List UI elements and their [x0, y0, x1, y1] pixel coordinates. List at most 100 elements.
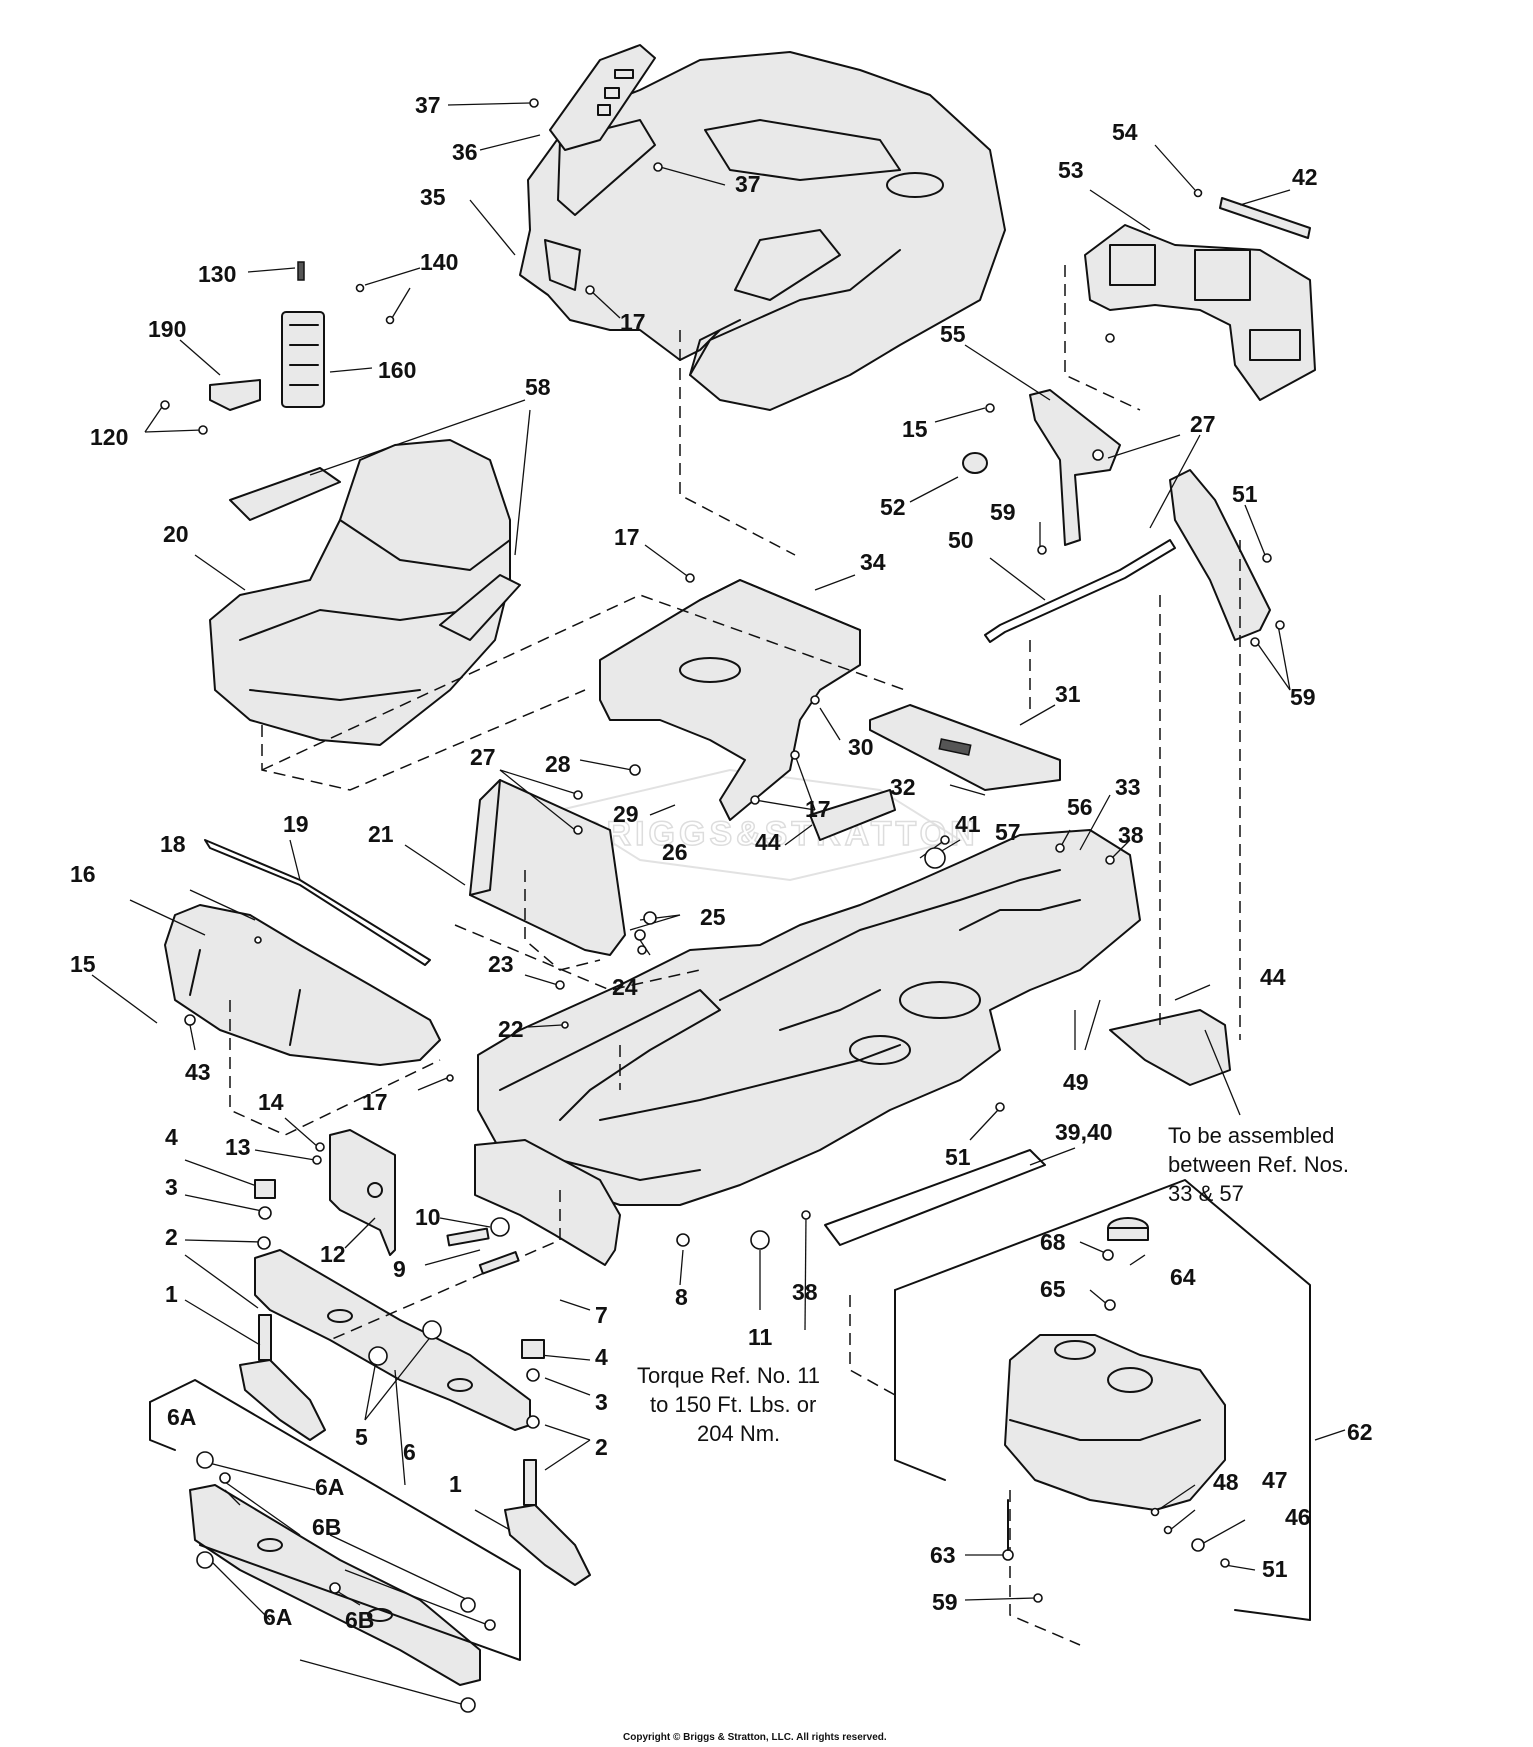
svg-text:Torque Ref. No. 11: Torque Ref. No. 11: [637, 1363, 820, 1388]
callout-140: 140: [420, 249, 458, 275]
hardware-fasteners: [160, 98, 1285, 1713]
callout-6B: 6B: [312, 1514, 341, 1540]
callout-190: 190: [148, 316, 186, 342]
callout-23: 23: [488, 951, 514, 977]
callout-55: 55: [940, 321, 966, 347]
callout-49: 49: [1063, 1069, 1089, 1095]
callout-17: 17: [620, 309, 646, 335]
callout-120: 120: [90, 424, 128, 450]
callout-10: 10: [415, 1204, 441, 1230]
rear-bracket-53: [1084, 224, 1316, 401]
side-plate: [1169, 469, 1271, 641]
brand-watermark: BRIGGS&STRATTON: [557, 768, 979, 882]
footrest-fender-16: [164, 904, 441, 1066]
assembly-dashed-lines: [229, 265, 1241, 1646]
callout-37: 37: [735, 171, 761, 197]
plate-34: [599, 579, 861, 821]
callout-6A: 6A: [315, 1474, 344, 1500]
torque-note: Torque Ref. No. 11 to 150 Ft. Lbs. or 20…: [637, 1363, 820, 1446]
callout-51: 51: [1262, 1556, 1288, 1582]
callout-38: 38: [1118, 822, 1144, 848]
callout-53: 53: [1058, 157, 1084, 183]
kit-outlines: [149, 1179, 1311, 1661]
callout-19: 19: [283, 811, 309, 837]
callout-50: 50: [948, 527, 974, 553]
callout-6A: 6A: [263, 1604, 292, 1630]
callout-3: 3: [165, 1174, 178, 1200]
callout-63: 63: [930, 1542, 956, 1568]
callout-8: 8: [675, 1284, 688, 1310]
callout-64: 64: [1170, 1264, 1196, 1290]
callout-9: 9: [393, 1256, 406, 1282]
callout-65: 65: [1040, 1276, 1066, 1302]
callout-12: 12: [320, 1241, 346, 1267]
cover-31: [869, 704, 1061, 791]
callout-1: 1: [449, 1471, 462, 1497]
callout-27: 27: [1190, 411, 1216, 437]
callout-17: 17: [614, 524, 640, 550]
callout-52: 52: [880, 494, 906, 520]
callout-17: 17: [362, 1089, 388, 1115]
callout-1: 1: [165, 1281, 178, 1307]
callout-15: 15: [902, 416, 928, 442]
strip-42: [1219, 197, 1311, 239]
bracket-190: [209, 379, 261, 411]
callout-2: 2: [595, 1434, 608, 1460]
callout-7: 7: [595, 1302, 608, 1328]
callout-4: 4: [595, 1344, 608, 1370]
svg-text:33 & 57: 33 & 57: [1168, 1181, 1244, 1206]
callout-48: 48: [1213, 1469, 1239, 1495]
callout-38: 38: [792, 1279, 818, 1305]
copyright-notice: Copyright © Briggs & Stratton, LLC. All …: [623, 1732, 887, 1743]
callout-47: 47: [1262, 1467, 1288, 1493]
callout-41: 41: [955, 811, 981, 837]
callout-27: 27: [470, 744, 496, 770]
callout-6: 6: [403, 1439, 416, 1465]
assembly-note: To be assembled between Ref. Nos. 33 & 5…: [1168, 1123, 1349, 1206]
callout-34: 34: [860, 549, 886, 575]
callout-42: 42: [1292, 164, 1318, 190]
svg-text:To be assembled: To be assembled: [1168, 1123, 1334, 1148]
callout-13: 13: [225, 1134, 251, 1160]
bracket-55: [1029, 389, 1121, 546]
callout-30: 30: [848, 734, 874, 760]
callout-36: 36: [452, 139, 478, 165]
front-axle-6: [254, 1249, 531, 1431]
rod-50: [984, 539, 1176, 643]
callout-33: 33: [1115, 774, 1141, 800]
callout-14: 14: [258, 1089, 284, 1115]
callout-17: 17: [805, 796, 831, 822]
callout-39-40: 39,40: [1055, 1119, 1113, 1145]
callout-130: 130: [198, 261, 236, 287]
callout-57: 57: [995, 819, 1021, 845]
callout-4: 4: [165, 1124, 178, 1150]
fuel-tank-62: [1004, 1334, 1226, 1511]
callout-32: 32: [890, 774, 916, 800]
control-panel-plate: [549, 44, 656, 151]
callout-2: 2: [165, 1224, 178, 1250]
svg-text:to 150 Ft. Lbs. or: to 150 Ft. Lbs. or: [650, 1392, 816, 1417]
shroud-21: [469, 779, 626, 956]
canister-160: [281, 261, 325, 408]
callout-22: 22: [498, 1016, 524, 1042]
callout-59: 59: [1290, 684, 1316, 710]
callout-43: 43: [185, 1059, 211, 1085]
spindle-left: [239, 1314, 326, 1441]
callout-58: 58: [525, 374, 551, 400]
svg-text:BRIGGS&STRATTON: BRIGGS&STRATTON: [578, 815, 979, 853]
callout-44: 44: [755, 829, 781, 855]
callout-62: 62: [1347, 1419, 1373, 1445]
callout-28: 28: [545, 751, 571, 777]
callout-16: 16: [70, 861, 96, 887]
callout-6A: 6A: [167, 1404, 196, 1430]
callout-31: 31: [1055, 681, 1081, 707]
callout-59: 59: [990, 499, 1016, 525]
callout-160: 160: [378, 357, 416, 383]
callout-6B: 6B: [345, 1607, 374, 1633]
callout-46: 46: [1285, 1504, 1311, 1530]
svg-text:204 Nm.: 204 Nm.: [697, 1421, 780, 1446]
svg-text:between Ref. Nos.: between Ref. Nos.: [1168, 1152, 1349, 1177]
callout-29: 29: [613, 801, 639, 827]
callout-18: 18: [160, 831, 186, 857]
